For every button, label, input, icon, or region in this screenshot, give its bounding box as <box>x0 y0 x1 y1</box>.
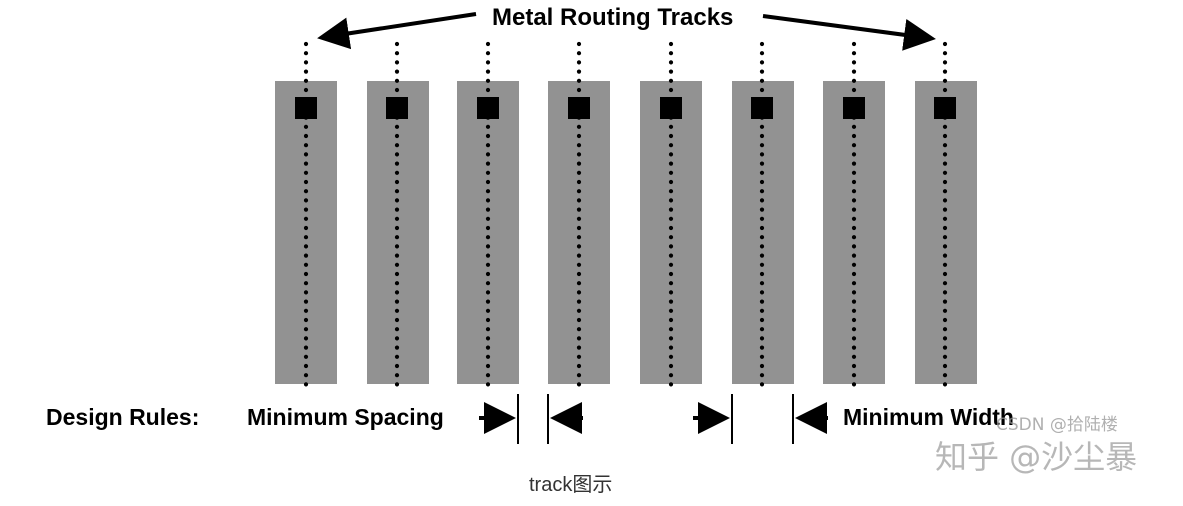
metal-wire <box>732 81 794 384</box>
zhihu-watermark: 知乎 @沙尘暴 <box>935 438 1138 476</box>
via-square <box>751 97 773 119</box>
arrow-right-icon <box>762 14 936 51</box>
metal-wire <box>548 81 610 384</box>
via-square <box>477 97 499 119</box>
figure-caption: track图示 <box>529 474 613 496</box>
via-square <box>843 97 865 119</box>
via-square <box>295 97 317 119</box>
metal-wire <box>367 81 429 384</box>
via-square <box>568 97 590 119</box>
design-rules-label: Design Rules: <box>46 404 200 430</box>
via-square <box>386 97 408 119</box>
metal-wire <box>823 81 885 384</box>
via-squares <box>295 97 956 119</box>
metal-wire <box>275 81 337 384</box>
title-arrows <box>317 12 936 51</box>
via-square <box>934 97 956 119</box>
width-dimension <box>693 394 828 444</box>
spacing-dimension <box>479 394 583 444</box>
arrow-left-icon <box>317 12 477 50</box>
via-square <box>660 97 682 119</box>
metal-wire <box>640 81 702 384</box>
metal-wire <box>915 81 977 384</box>
minimum-spacing-label: Minimum Spacing <box>247 404 444 430</box>
diagram-title: Metal Routing Tracks <box>492 4 734 31</box>
metal-wires <box>275 81 977 384</box>
csdn-watermark: CSDN @拾陆楼 <box>996 415 1118 435</box>
metal-wire <box>457 81 519 384</box>
minimum-width-label: Minimum Width <box>843 404 1014 430</box>
